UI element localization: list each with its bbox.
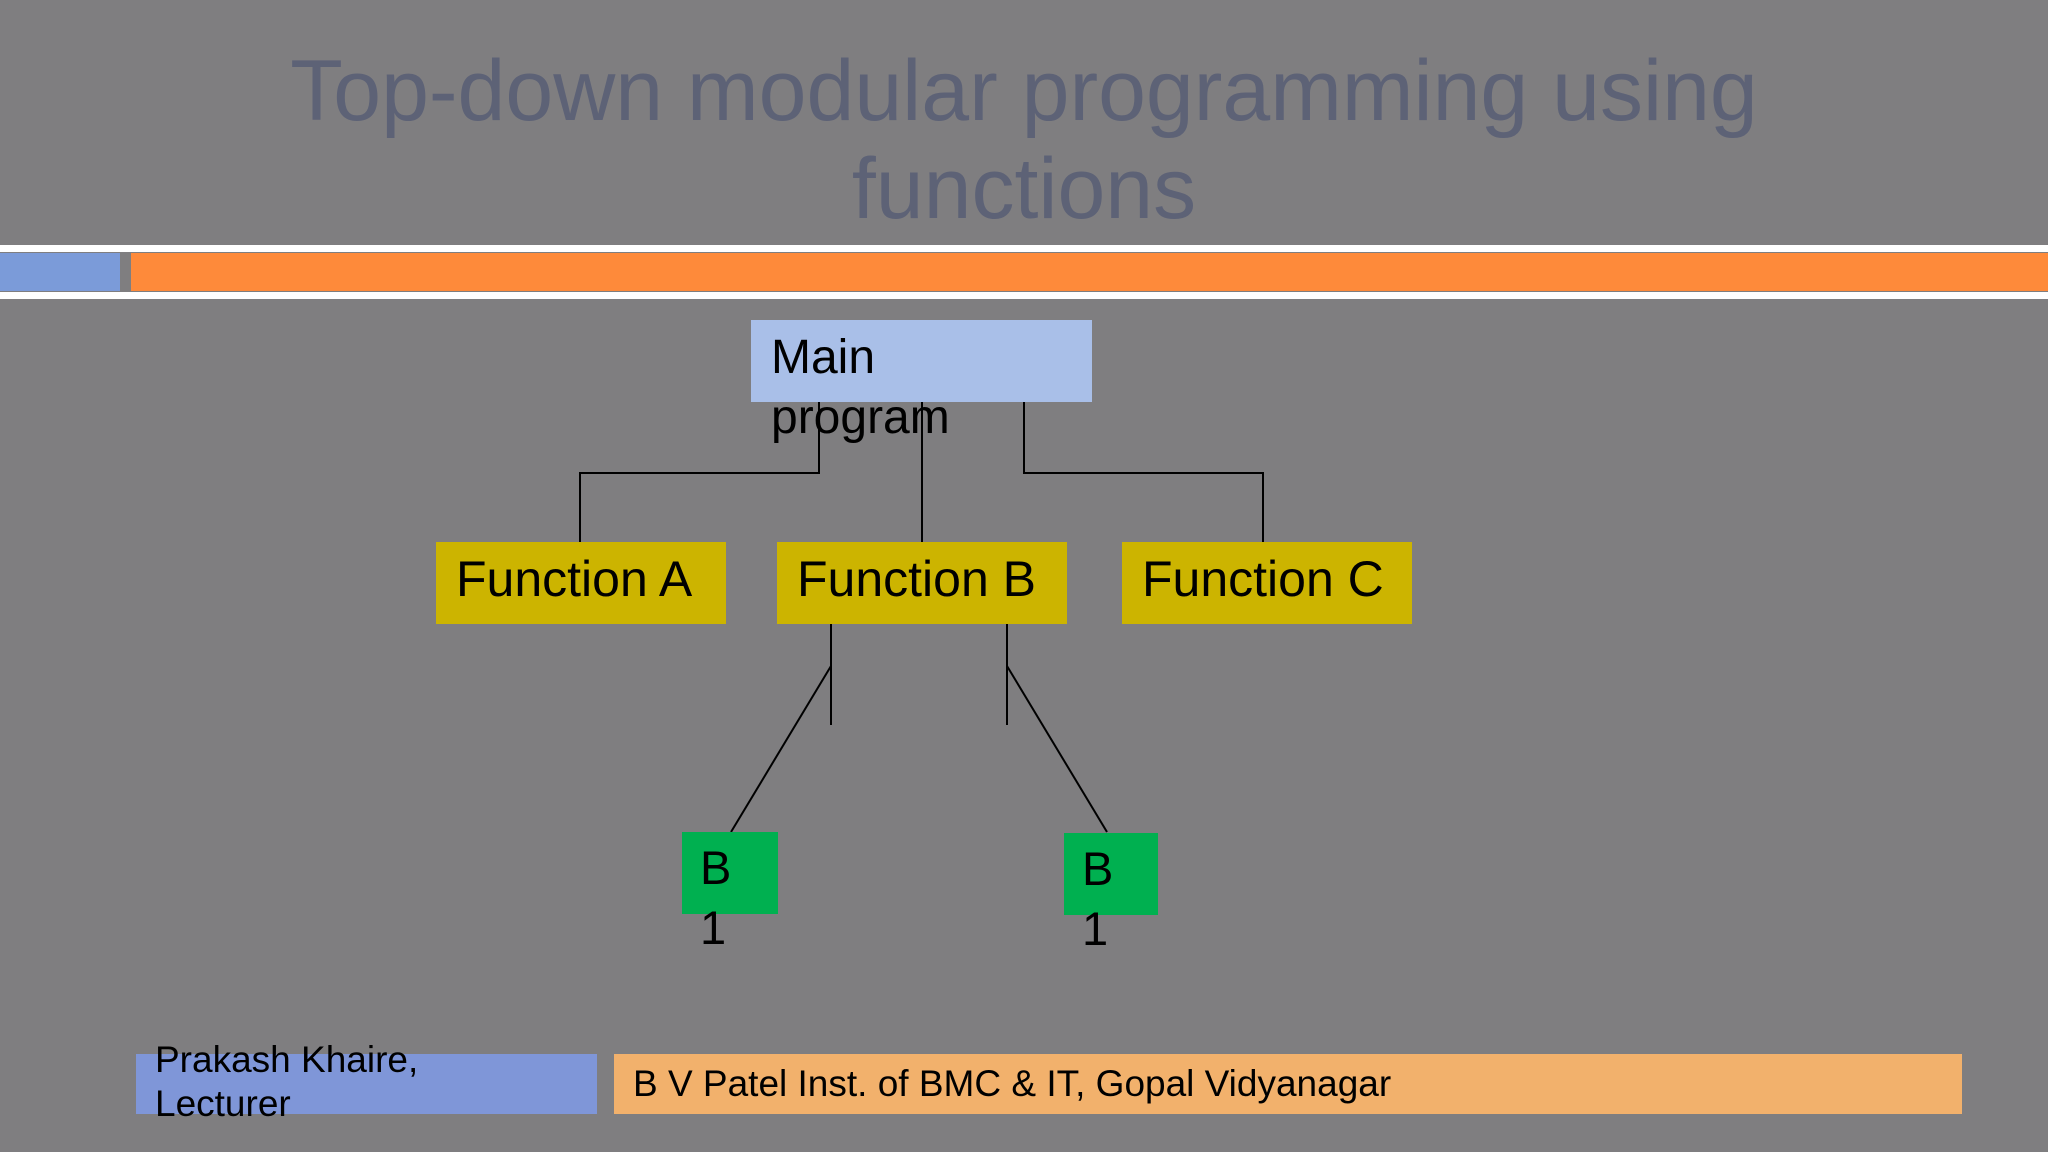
- function-a-box: Function A: [436, 542, 726, 624]
- top-divider: [0, 245, 2048, 252]
- footer-author: Prakash Khaire, Lecturer: [155, 1039, 419, 1124]
- main-program-box: [751, 320, 1092, 402]
- connector-main-to-c: [1023, 402, 1264, 542]
- function-c-box: Function C: [1122, 542, 1412, 624]
- sub-function-b1-right-label: B 1: [1082, 842, 1114, 955]
- sub-function-b1-left-label: B 1: [700, 841, 732, 954]
- footer-institute: B V Patel Inst. of BMC & IT, Gopal Vidya…: [633, 1063, 1392, 1104]
- main-program-label: Main program: [771, 331, 950, 444]
- accent-bar-orange: [131, 253, 2048, 291]
- connector-b-to-b1-left: [730, 665, 832, 833]
- accent-bar-blue: [0, 253, 120, 291]
- slide-title: Top-down modular programming using funct…: [290, 43, 1758, 237]
- connector-main-to-a: [579, 402, 820, 542]
- sub-function-b1-left-box: [682, 832, 778, 914]
- sub-function-b1-right-box: [1064, 833, 1158, 915]
- footer-institute-bar: [614, 1054, 1962, 1114]
- function-b-box: Function B: [777, 542, 1067, 624]
- bottom-divider: [0, 292, 2048, 299]
- footer-author-bar: [136, 1054, 597, 1114]
- connector-b-to-b1-right: [1006, 665, 1108, 833]
